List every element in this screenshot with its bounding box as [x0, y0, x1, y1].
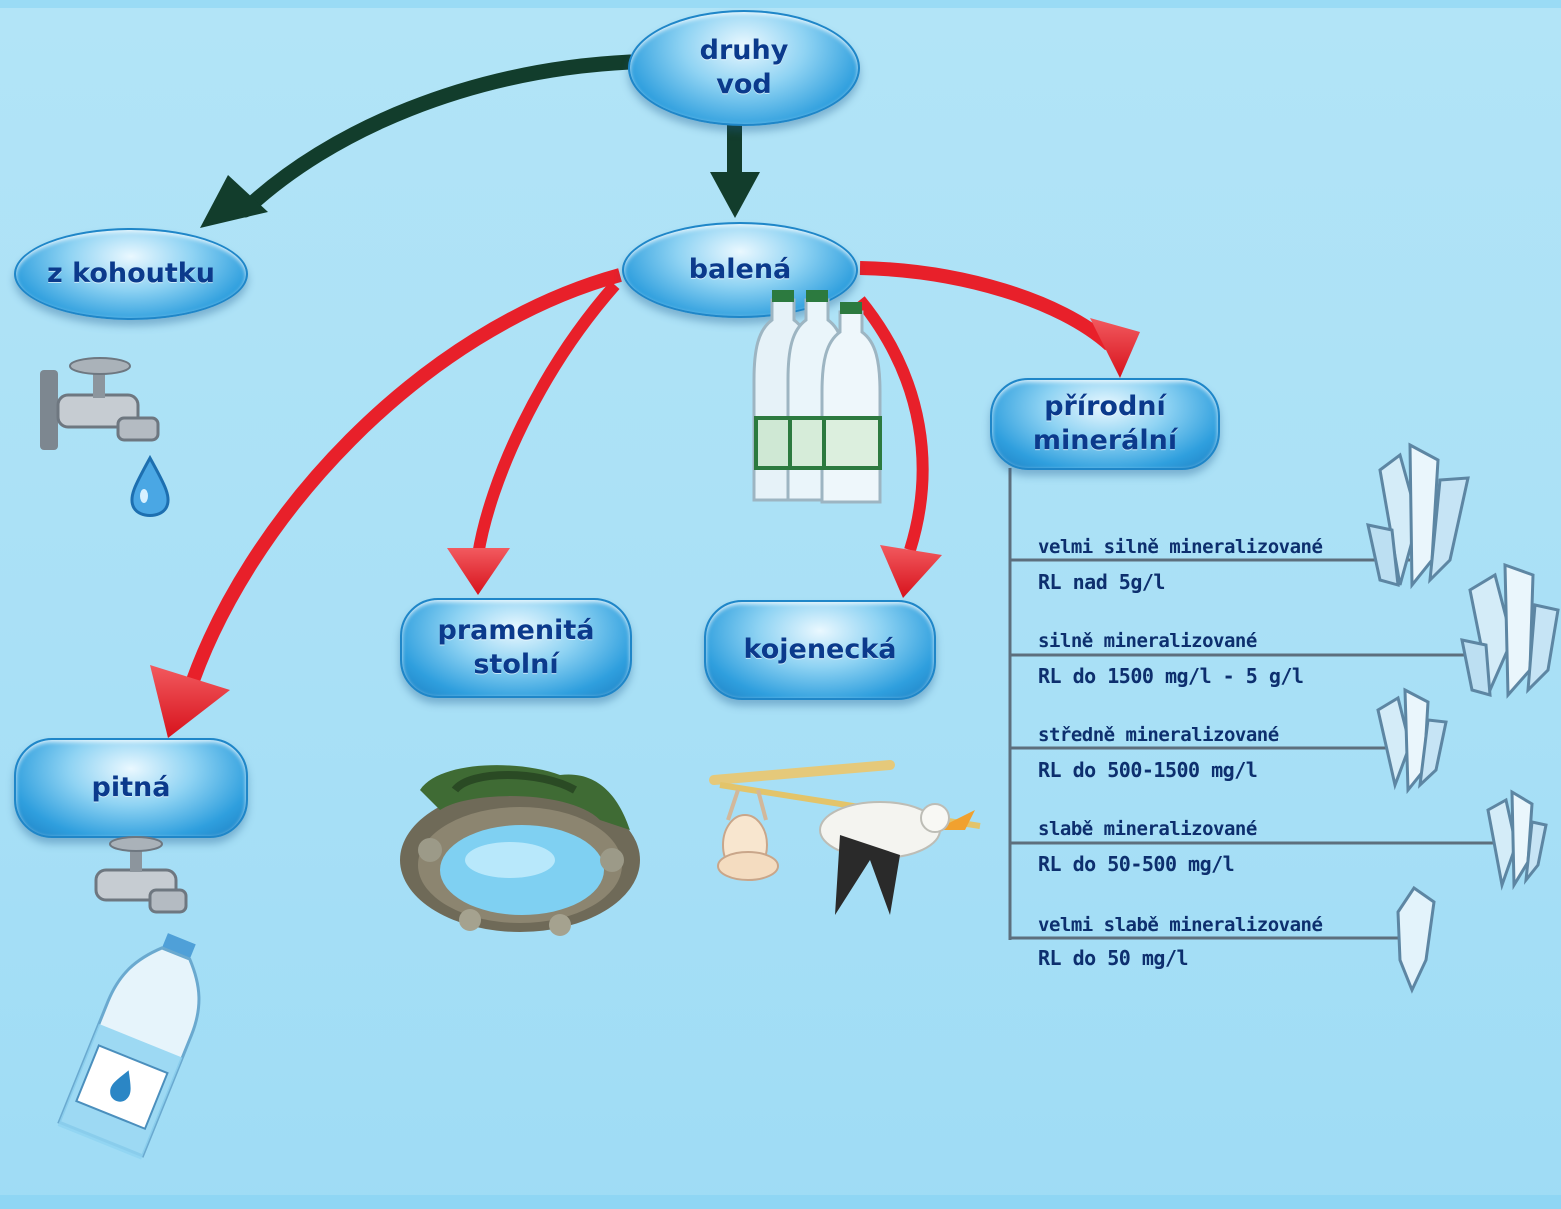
mineral-level-1-value: RL nad 5g/l: [1038, 570, 1165, 594]
mineral-level-4-label: slabě mineralizované: [1038, 818, 1257, 840]
bottled-label: balená: [688, 254, 792, 286]
plastic-bottle-icon: [57, 933, 201, 1160]
crystal-icon-very-weak: [1396, 885, 1436, 994]
drinking-label: pitná: [91, 772, 171, 804]
bottles-icon: [752, 290, 882, 504]
tap-label: z kohoutku: [47, 258, 215, 290]
tap-icon: [40, 357, 160, 450]
mineral-level-2-value: RL do 1500 mg/l - 5 g/l: [1038, 664, 1304, 688]
arrow-bottled-to-spring: [447, 281, 620, 595]
infant-label: kojenecká: [743, 634, 897, 666]
bottom-frame: [0, 1195, 1561, 1209]
stork-icon: [709, 760, 981, 915]
arrow-root-to-tap: [200, 54, 638, 228]
arrow-bottled-to-drinking: [150, 268, 622, 738]
crystal-icon-medium: [1376, 687, 1448, 795]
mineral-level-3-value: RL do 500-1500 mg/l: [1038, 758, 1258, 782]
infant-node: kojenecká: [704, 600, 936, 700]
mineral-level-2-label: silně mineralizované: [1038, 630, 1257, 652]
mineral-level-5-value: RL do 50 mg/l: [1038, 946, 1189, 970]
crystal-icon-weak: [1486, 789, 1548, 891]
mineral-tree-lines: [1008, 468, 1525, 940]
top-frame: [0, 0, 1561, 8]
mineral-level-4-value: RL do 50-500 mg/l: [1038, 852, 1235, 876]
mineral-level-1-label: velmi silně mineralizované: [1038, 536, 1323, 558]
arrow-bottled-to-mineral: [859, 261, 1140, 378]
arrow-root-to-bottled: [710, 120, 760, 218]
mineral-level-5-label: velmi slabě mineralizované: [1038, 914, 1323, 936]
water-drop-icon: [130, 454, 170, 517]
tap-node: z kohoutku: [14, 228, 248, 320]
crystal-icon-strong: [1460, 562, 1560, 699]
spring-pond-icon: [400, 765, 640, 936]
mineral-level-3-label: středně mineralizované: [1038, 724, 1279, 746]
arrow-bottled-to-infant: [855, 296, 942, 598]
crystal-icon-very-strong: [1366, 442, 1470, 590]
drinking-node: pitná: [14, 738, 248, 838]
drinking-tap-icon: [94, 836, 188, 914]
